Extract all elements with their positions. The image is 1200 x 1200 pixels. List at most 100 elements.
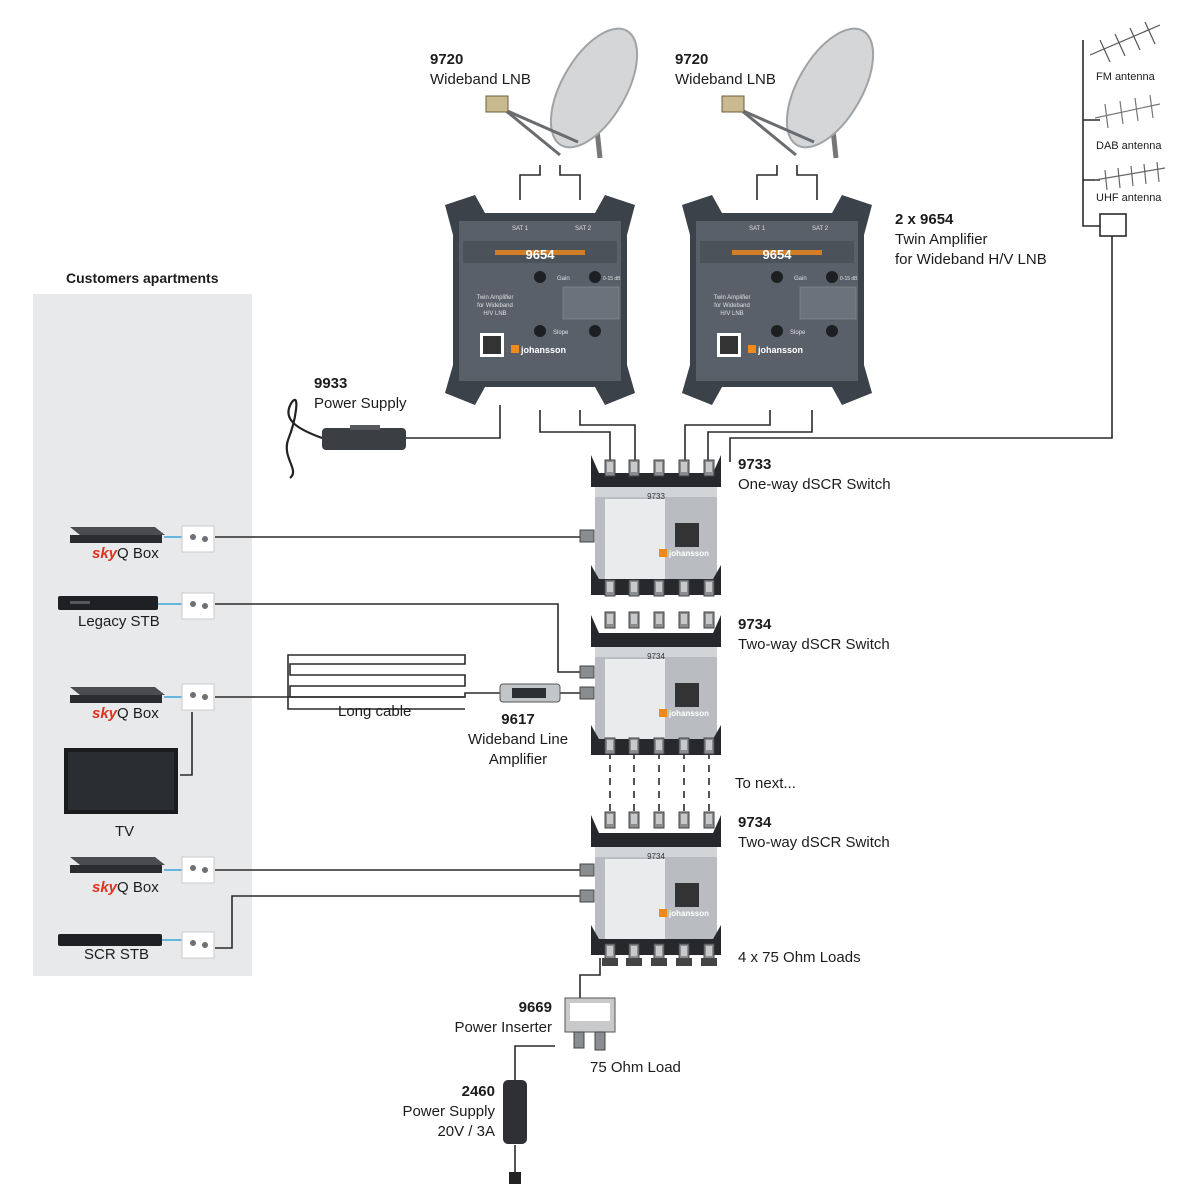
switch-9734-b-brand: johansson xyxy=(668,909,709,918)
wall-outlets xyxy=(181,525,215,959)
loads-label: 4 x 75 Ohm Loads xyxy=(738,949,861,966)
amp-right-brand: johansson xyxy=(757,345,803,355)
switch-9734-a-code: 9734 xyxy=(738,616,772,633)
switch-9733-model: 9733 xyxy=(647,492,665,501)
amp-left-desc-1: Twin Amplifier xyxy=(476,295,513,301)
amp-right-desc-2: for Wideband xyxy=(714,303,750,309)
sky-q-box-1 xyxy=(70,527,165,543)
long-cable-label: Long cable xyxy=(338,703,412,720)
power-supply-2460-label: 2460 Power Supply 20V / 3A xyxy=(402,1082,495,1142)
sky-logo-2: sky xyxy=(92,705,118,722)
lnb-left-code: 9720 xyxy=(430,51,464,68)
uhf-antenna-label: UHF antenna xyxy=(1096,192,1162,204)
amp-right-model: 9654 xyxy=(763,247,793,262)
sky-q-box-3-label: skyQ Box xyxy=(92,878,159,898)
switch-9734-a-qr xyxy=(675,683,699,707)
switch-9733-qr xyxy=(675,523,699,547)
amp-right-sat1: SAT 1 xyxy=(749,226,766,232)
amp-right-sat2: SAT 2 xyxy=(812,226,829,232)
amp-left-desc-2: for Wideband xyxy=(477,303,513,309)
amplifier-9654-right: 9654 SAT 1 SAT 2 Gain Slope 0-15 dB Twin… xyxy=(682,195,872,405)
power-supply-9933 xyxy=(285,398,406,479)
amplifier-group-code: 2 x 9654 xyxy=(895,211,954,228)
switch-9734-a: 9734 johansson xyxy=(591,615,721,755)
lnb-left-label: 9720 Wideband LNB xyxy=(430,50,531,90)
lnb-right-name: Wideband LNB xyxy=(675,71,776,88)
scr-stb-label: SCR STB xyxy=(84,946,150,963)
sky-logo-1: sky xyxy=(92,545,118,562)
antenna-combiner xyxy=(1099,213,1127,237)
switch-output-connectors xyxy=(579,529,595,903)
switch-9733-code: 9733 xyxy=(738,456,772,473)
line-amp-line1: Wideband Line xyxy=(467,731,569,748)
device-leads xyxy=(158,536,182,941)
switch-9734-b-model: 9734 xyxy=(647,852,665,861)
amp-left-sat2: SAT 2 xyxy=(575,226,592,232)
fm-antenna-label: FM antenna xyxy=(1096,71,1155,83)
legacy-stb xyxy=(58,596,158,610)
power-supply-2460-line2: 20V / 3A xyxy=(437,1123,495,1140)
line-amp-line2: Amplifier xyxy=(488,751,548,768)
legacy-stb-label: Legacy STB xyxy=(78,613,160,630)
amp-right-range: 0-15 dB xyxy=(840,276,858,282)
scr-stb xyxy=(58,934,162,946)
amp-left-sat1: SAT 1 xyxy=(512,226,529,232)
amp-left-model: 9654 xyxy=(526,247,556,262)
continuation-dashes xyxy=(609,752,710,818)
amp-right-slope: Slope xyxy=(790,330,806,336)
amplifier-group-line2: for Wideband H/V LNB xyxy=(895,251,1047,268)
load-75-label: 75 Ohm Load xyxy=(590,1059,681,1076)
cabling xyxy=(180,40,1113,1175)
switch-9734-b-name: Two-way dSCR Switch xyxy=(738,834,890,851)
dab-antenna-label: DAB antenna xyxy=(1096,140,1162,152)
amp-left-range: 0-15 dB xyxy=(603,276,621,282)
power-inserter-label: 9669 Power Inserter xyxy=(454,998,552,1038)
termination-loads xyxy=(602,943,717,966)
tv-label: TV xyxy=(115,823,135,840)
lnb-right-code: 9720 xyxy=(675,51,709,68)
sky-q-box-1-text: Q Box xyxy=(117,545,159,562)
amplifier-9654-left: 9654 SAT 1 SAT 2 Gain Slope 0-15 dB Twin… xyxy=(445,195,635,405)
sky-q-box-2-text: Q Box xyxy=(117,705,159,722)
lnb-right-label: 9720 Wideband LNB xyxy=(675,50,776,90)
wall-outlet-sockets xyxy=(190,534,208,948)
power-supply-9933-code: 9933 xyxy=(314,375,348,392)
switch-9733-brand: johansson xyxy=(668,549,709,558)
fm-antenna xyxy=(1089,21,1161,63)
amp-left-brand: johansson xyxy=(520,345,566,355)
line-amplifier-9617 xyxy=(499,683,561,703)
apartments-panel xyxy=(33,294,252,976)
lnb-left-name: Wideband LNB xyxy=(430,71,531,88)
switch-9734-a-label: 9734 Two-way dSCR Switch xyxy=(738,615,890,655)
tv xyxy=(64,748,178,814)
switch-9734-b-code: 9734 xyxy=(738,814,772,831)
line-amp-label: 9617 Wideband Line Amplifier xyxy=(468,710,568,770)
switch-9734-a-top-connectors xyxy=(604,611,715,629)
sky-q-box-2-label: skyQ Box xyxy=(92,704,159,724)
to-next-label: To next... xyxy=(735,775,796,792)
switch-9734-b-top-connectors xyxy=(604,811,715,829)
power-supply-2460 xyxy=(503,1080,527,1184)
amp-left-slope: Slope xyxy=(553,330,569,336)
amp-right-desc-3: H/V LNB xyxy=(720,311,743,317)
switch-9733-label: 9733 One-way dSCR Switch xyxy=(738,455,891,495)
switch-9734-a-model: 9734 xyxy=(647,652,665,661)
apartments-title: Customers apartments xyxy=(66,270,219,286)
switch-9733-name: One-way dSCR Switch xyxy=(738,476,891,493)
amp-right-gain: Gain xyxy=(794,276,807,282)
sky-q-box-3-text: Q Box xyxy=(117,879,159,896)
power-supply-9933-label: 9933 Power Supply xyxy=(314,374,407,414)
switch-9734-b: 9734 johansson xyxy=(591,815,721,955)
sky-q-box-1-label: skyQ Box xyxy=(92,544,159,564)
amplifier-group-line1: Twin Amplifier xyxy=(895,231,988,248)
sky-q-box-3 xyxy=(70,857,165,873)
amp-left-desc-3: H/V LNB xyxy=(483,311,506,317)
sky-q-box-2 xyxy=(70,687,165,703)
amp-right-desc-1: Twin Amplifier xyxy=(713,295,750,301)
power-inserter-code: 9669 xyxy=(518,999,552,1016)
power-inserter-9669 xyxy=(564,997,616,1051)
switch-9734-a-name: Two-way dSCR Switch xyxy=(738,636,890,653)
long-cable-coil xyxy=(287,654,466,710)
power-supply-2460-line1: Power Supply xyxy=(402,1103,495,1120)
